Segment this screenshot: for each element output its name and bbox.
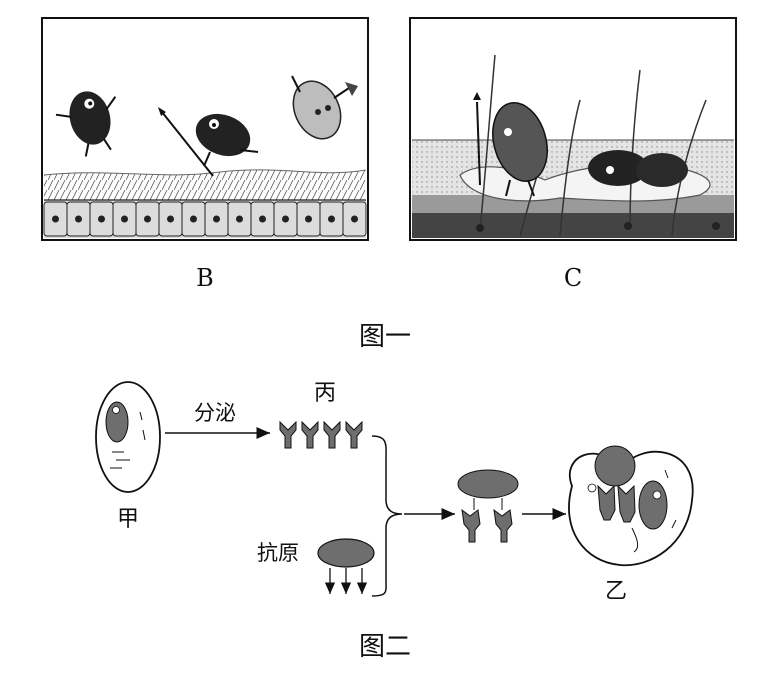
- cell-nucleus: [282, 215, 289, 223]
- cell-nucleus: [351, 215, 358, 223]
- cell-nucleus: [75, 215, 82, 223]
- cell-nucleus: [121, 215, 128, 223]
- cell-nucleus: [167, 215, 174, 223]
- microbes-lying: [588, 150, 688, 187]
- figure1-caption: 图一: [359, 322, 411, 352]
- cell-nucleus: [144, 215, 151, 223]
- antigen-label: 抗原: [257, 541, 299, 565]
- figure2-caption: 图二: [359, 632, 411, 662]
- epithelial-cell: [342, 201, 367, 237]
- microbe-falling: [55, 91, 117, 157]
- panel-c-label: C: [564, 264, 582, 292]
- cell-nucleus: [190, 215, 197, 223]
- cell-nucleus: [259, 215, 266, 223]
- microbe-with-axe: [291, 75, 358, 140]
- antigen-antibody-complex: [457, 469, 519, 543]
- antibody-bing-label: 丙: [314, 381, 336, 406]
- cell-yi-label: 乙: [605, 579, 627, 604]
- cell-nucleus: [98, 215, 105, 223]
- cell-jia-label: 甲: [117, 507, 139, 532]
- panel-b: [41, 17, 369, 241]
- cell-nucleus: [52, 215, 59, 223]
- cell-nucleus: [328, 215, 335, 223]
- cell-nucleus: [236, 215, 243, 223]
- panel-c: [409, 17, 737, 241]
- figure2-diagram: 甲 分泌 丙 抗原: [95, 381, 694, 604]
- cell-jia: [95, 381, 161, 493]
- microbe-standing: [473, 92, 548, 197]
- antigen: [317, 538, 375, 594]
- cell-yi: [568, 445, 694, 567]
- secrete-label: 分泌: [194, 401, 236, 425]
- antibody-row: [279, 420, 363, 449]
- combine-bracket: [371, 435, 403, 597]
- cell-nucleus: [305, 215, 312, 223]
- cell-nucleus: [213, 215, 220, 223]
- panel-b-label: B: [196, 264, 214, 292]
- microbe-with-spear: [158, 107, 259, 177]
- epithelial-cells: [43, 199, 367, 238]
